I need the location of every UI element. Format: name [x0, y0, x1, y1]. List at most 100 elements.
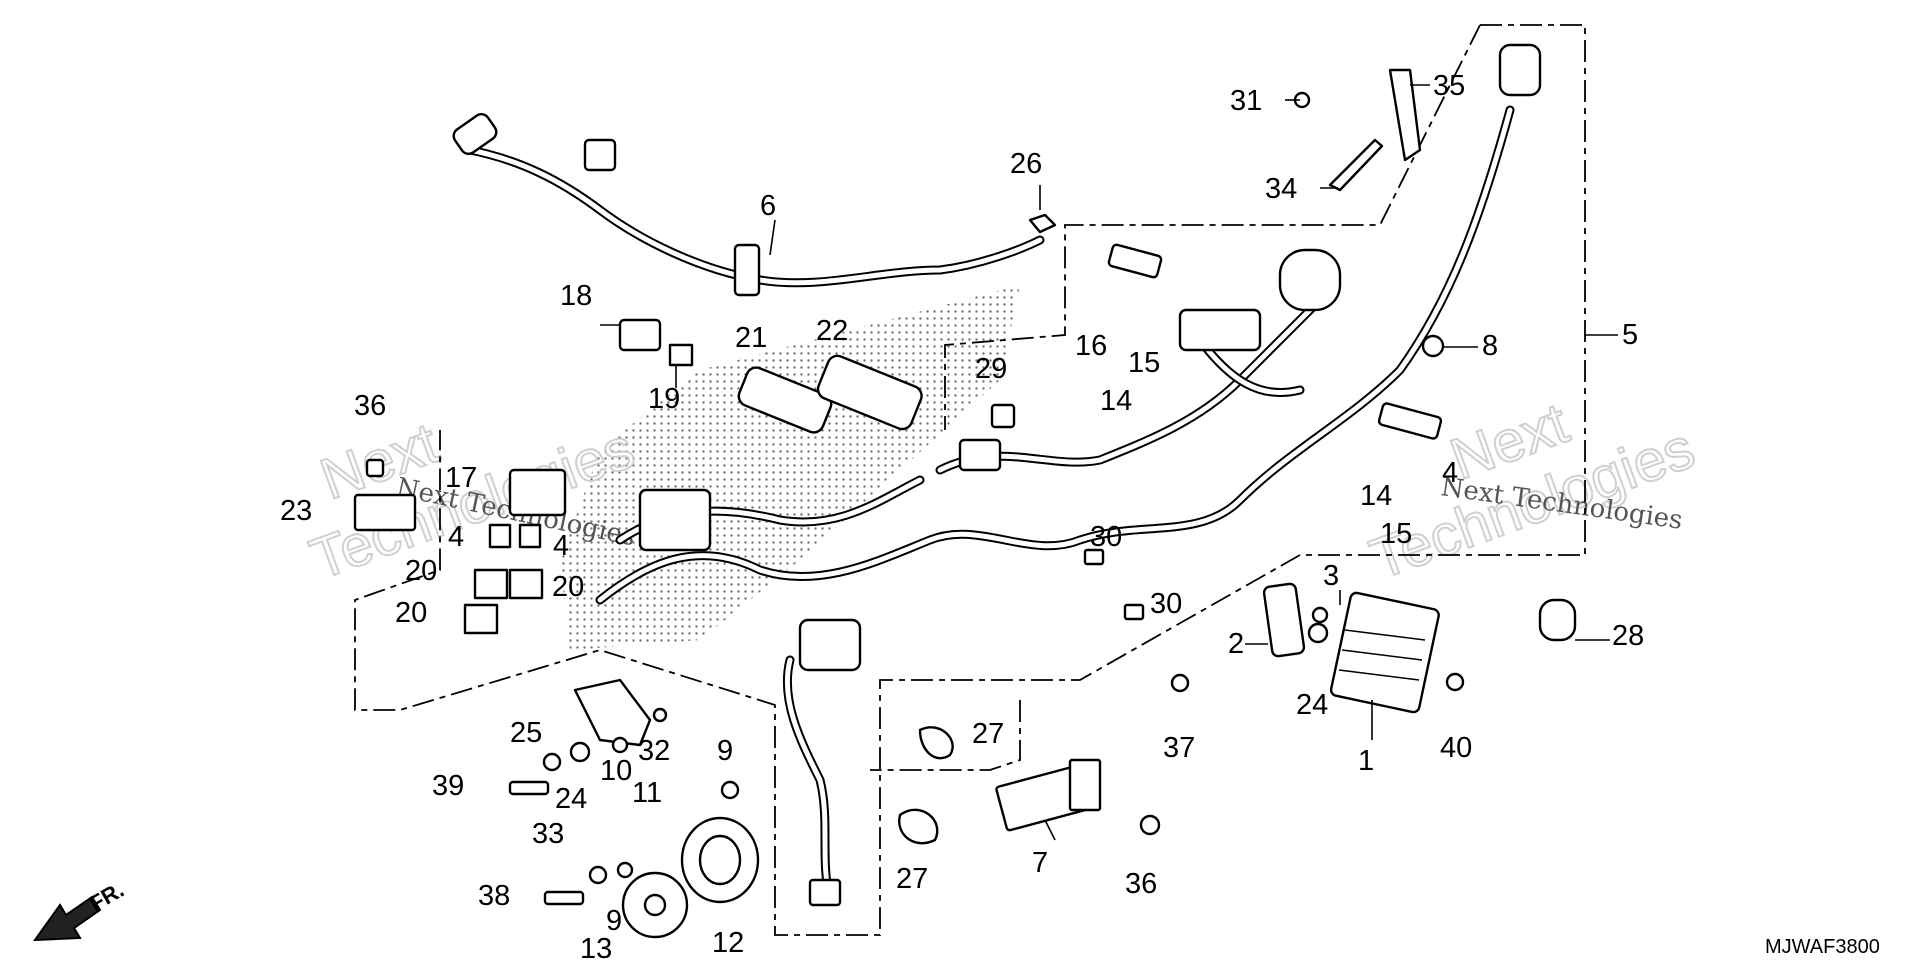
- connector-cover-22: [816, 354, 923, 431]
- nut-32: [652, 707, 668, 723]
- callout-3: 3: [1323, 560, 1339, 592]
- callout-10: 10: [600, 755, 632, 787]
- clip-30a: [1083, 548, 1105, 566]
- small-parts: [365, 68, 1577, 906]
- relay-20b: [508, 568, 544, 600]
- callout-4b: 4: [553, 530, 569, 562]
- harness-connector-mid: [958, 438, 1002, 472]
- cap-8: [1421, 334, 1445, 358]
- callout-24a: 24: [555, 783, 587, 815]
- horn: [621, 816, 760, 939]
- washer-33: [542, 752, 562, 772]
- callout-27a: 27: [972, 718, 1004, 750]
- fuse-holder-right: [1377, 402, 1443, 440]
- fuse-holder-top: [1107, 243, 1163, 279]
- sub-harness: [452, 113, 1045, 297]
- callout-4a: 4: [448, 521, 464, 553]
- callout-21: 21: [735, 322, 767, 354]
- callout-2: 2: [1228, 628, 1244, 660]
- callout-1: 1: [1358, 745, 1374, 777]
- callout-33: 33: [532, 818, 564, 850]
- callout-32: 32: [638, 735, 670, 767]
- diagram-code: MJWAF3800: [1765, 936, 1880, 958]
- callout-22: 22: [816, 315, 848, 347]
- callout-20b: 20: [552, 571, 584, 603]
- bolt-40: [1445, 672, 1465, 692]
- bracket-35: [1388, 68, 1422, 162]
- callout-14b: 14: [1360, 480, 1392, 512]
- connector-cover-21: [737, 366, 833, 434]
- callout-19: 19: [648, 383, 680, 415]
- callout-14a: 14: [1100, 385, 1132, 417]
- clip-26: [1028, 213, 1057, 234]
- callout-20a: 20: [405, 555, 437, 587]
- harness-end-connector: [1498, 43, 1542, 97]
- callout-31: 31: [1230, 85, 1262, 117]
- washer-24a: [569, 741, 591, 763]
- harness-boot-connector: [1278, 248, 1342, 312]
- main-wire-harness: [595, 43, 1542, 907]
- washer-9b: [616, 861, 634, 879]
- clip-30b: [1123, 603, 1145, 621]
- screw-36a: [365, 458, 385, 478]
- callout-27b: 27: [896, 863, 928, 895]
- callout-30a: 30: [1090, 521, 1122, 553]
- callout-labels: 1 2 3 4 4 4 5 6 7 8 9 9 10 11 12 13 14 1…: [280, 70, 1644, 960]
- callout-8: 8: [1482, 330, 1498, 362]
- callout-4c: 4: [1442, 457, 1458, 489]
- callout-38: 38: [478, 880, 510, 912]
- callout-29: 29: [975, 353, 1007, 385]
- callout-12: 12: [712, 927, 744, 959]
- relay-20c: [463, 603, 499, 635]
- bolt-37: [1170, 673, 1190, 693]
- harness-connector-left: [638, 488, 712, 552]
- callout-24b: 24: [1296, 689, 1328, 721]
- sub-harness-plug: [452, 113, 498, 155]
- relay-box-bracket: [353, 493, 417, 532]
- callout-16: 16: [1075, 330, 1107, 362]
- sub-harness-connector-b: [733, 243, 761, 297]
- nut-36b: [1139, 814, 1161, 836]
- callout-39: 39: [432, 770, 464, 802]
- clamp-27a: [918, 726, 954, 760]
- callout-36b: 36: [1125, 868, 1157, 900]
- fuse-box: [995, 758, 1102, 832]
- callout-25: 25: [510, 717, 542, 749]
- regulator-bracket: [1262, 582, 1306, 658]
- callout-28: 28: [1612, 620, 1644, 652]
- front-arrow-icon: [32, 895, 102, 942]
- relays: [353, 318, 923, 635]
- nut-9a: [720, 780, 740, 800]
- fuse-4a: [488, 523, 512, 549]
- callout-11: 11: [632, 777, 662, 809]
- callout-6: 6: [760, 190, 776, 222]
- fuse-4b: [518, 523, 542, 549]
- regulator-rectifier: [1262, 582, 1440, 714]
- clamp-28: [1538, 598, 1577, 642]
- relay-18: [618, 318, 662, 352]
- callout-13: 13: [580, 933, 612, 960]
- cover-19: [668, 343, 694, 367]
- clamp-27b: [898, 808, 939, 845]
- front-direction-indicator: FR.: [32, 877, 128, 942]
- clip-29: [990, 403, 1016, 429]
- callout-26: 26: [1010, 148, 1042, 180]
- callout-23: 23: [280, 495, 312, 527]
- bank-angle-sensor: [573, 678, 652, 747]
- callout-17: 17: [445, 462, 477, 494]
- nut-3: [1311, 606, 1329, 624]
- relay-20a: [473, 568, 509, 600]
- callout-30b: 30: [1150, 588, 1182, 620]
- sub-harness-connector-a: [583, 138, 617, 172]
- callout-7: 7: [1032, 847, 1048, 879]
- callout-35: 35: [1433, 70, 1465, 102]
- harness-junction-block: [1178, 308, 1262, 352]
- callout-37: 37: [1163, 732, 1195, 764]
- bracket-34: [1328, 138, 1384, 192]
- callout-34: 34: [1265, 173, 1297, 205]
- bolt-38: [543, 890, 585, 906]
- starter-relay: [508, 468, 567, 517]
- callout-15a: 15: [1128, 347, 1160, 379]
- leader-lines: [600, 84, 1618, 841]
